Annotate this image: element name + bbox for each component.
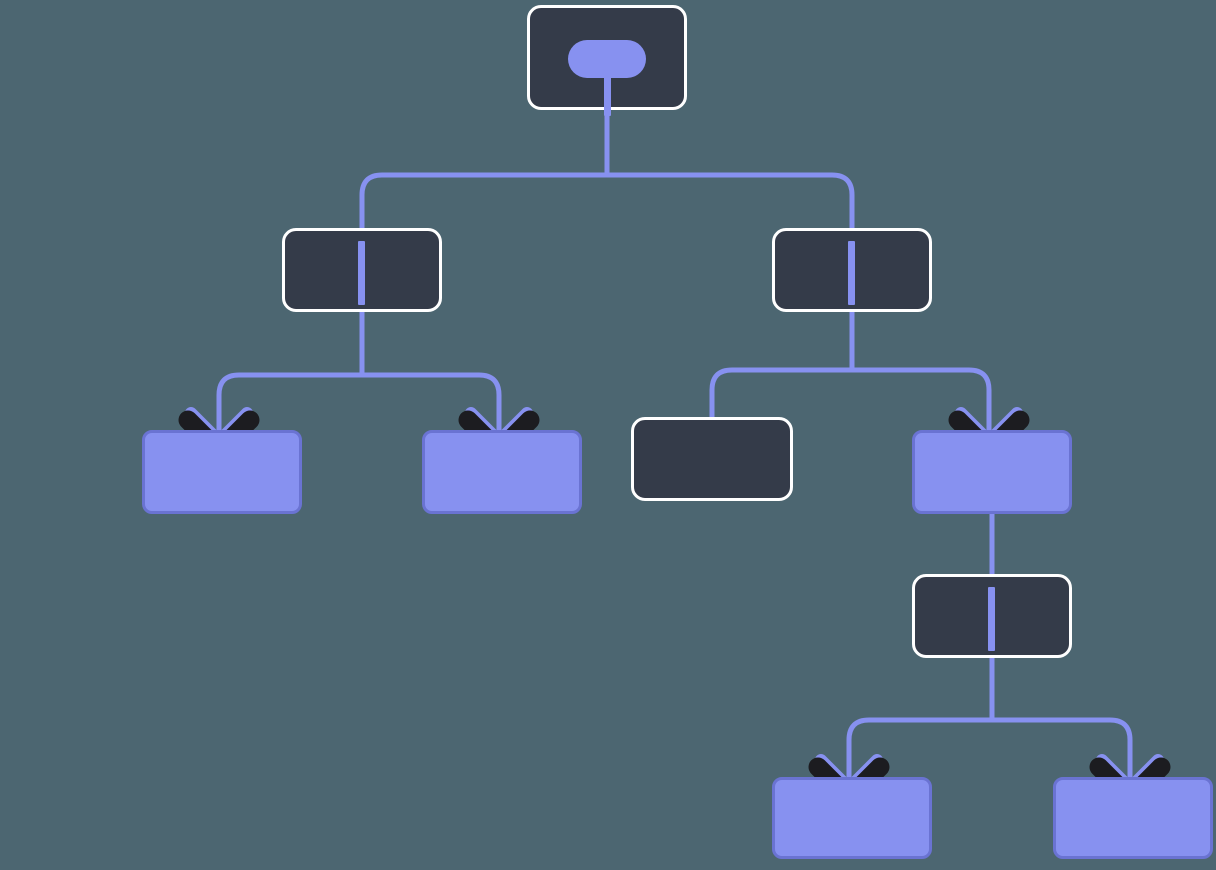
tree-node-n4[interactable]: [422, 430, 582, 514]
n7-stem-shape: [988, 587, 995, 651]
edge-root-n2: [604, 110, 855, 228]
tree-node-n8[interactable]: [772, 777, 932, 859]
n1-stem-shape: [358, 241, 365, 305]
tree-node-n6[interactable]: [912, 430, 1072, 514]
tree-node-n3[interactable]: [142, 430, 302, 514]
edge-n7-n9: [989, 658, 1133, 781]
edge-n1-n3: [216, 312, 365, 434]
tree-node-n1[interactable]: [282, 228, 442, 312]
edge-n7-n8: [846, 658, 995, 781]
edge-n2-n6: [849, 312, 992, 434]
root-stem-shape: [604, 70, 611, 116]
tree-node-n7[interactable]: [912, 574, 1072, 658]
tree-node-n5[interactable]: [631, 417, 793, 501]
tree-node-n2[interactable]: [772, 228, 932, 312]
n2-stem-shape: [848, 241, 855, 305]
tree-node-root[interactable]: [527, 5, 687, 116]
edge-n2-n5: [709, 312, 855, 419]
edge-root-n1: [359, 110, 610, 228]
tree-node-n9[interactable]: [1053, 777, 1213, 859]
edge-n1-n4: [359, 312, 502, 434]
